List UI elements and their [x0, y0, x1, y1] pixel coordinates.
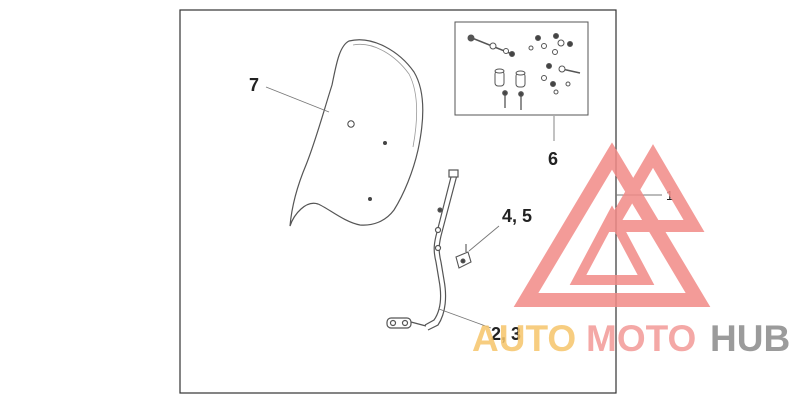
- watermark-triangle-icon: [513, 142, 711, 307]
- watermark-logo: AUTO MOTO HUB: [472, 142, 790, 359]
- watermark-text-hub: HUB: [710, 318, 790, 359]
- mount-hole-lower: [368, 197, 372, 201]
- leader-lines: [265, 86, 662, 329]
- mounting-stay: [386, 169, 459, 331]
- callout-45: 4, 5: [502, 206, 532, 226]
- bolt-long: [467, 34, 515, 57]
- small-bracket: [455, 244, 472, 269]
- callout-7: 7: [249, 75, 259, 95]
- spacers: [494, 68, 526, 88]
- leader-45: [468, 225, 500, 252]
- leader-7: [265, 86, 330, 113]
- short-bolts: [502, 90, 524, 110]
- windscreen: [289, 39, 424, 227]
- hardware-kit: [454, 21, 589, 116]
- callout-23: 2, 3: [491, 324, 521, 344]
- windscreen-edge: [352, 43, 418, 148]
- callout-6: 6: [548, 149, 558, 169]
- hardware-kit-box: [454, 21, 589, 116]
- watermark-text-auto: AUTO: [472, 318, 576, 359]
- diagram-frame: [179, 9, 617, 394]
- mount-hole-upper: [347, 120, 355, 128]
- watermark-text-moto: MOTO: [586, 318, 696, 359]
- leader-23: [438, 308, 492, 329]
- nuts-washers: [528, 33, 581, 95]
- windscreen-outline: [289, 39, 424, 227]
- mount-hole-right: [383, 141, 387, 145]
